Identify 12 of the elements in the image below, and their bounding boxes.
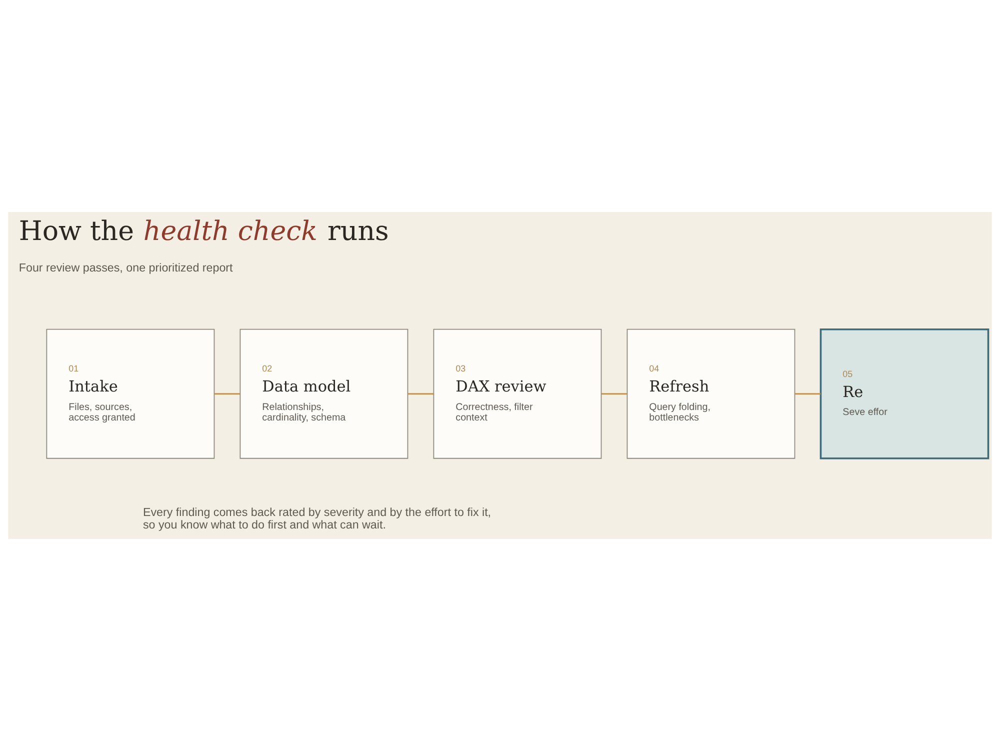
node-box: 01 Intake Files, sources, access granted	[46, 328, 215, 458]
diagram-title: How the health check runs	[18, 215, 389, 246]
label: Every finding comes back rated by severity and by the effort to fix it, so you know what to do first and what can wait.	[142, 506, 492, 532]
connector	[408, 392, 434, 394]
label: Four review passes, one prioritized report	[18, 260, 233, 274]
connector	[214, 392, 240, 394]
node-box: 05 Re Seve effor	[820, 328, 990, 459]
connector	[601, 392, 628, 394]
node-box: 02 Data model Relationships, cardinality, schema	[240, 328, 408, 458]
connector	[794, 392, 821, 394]
node-box: 04 Refresh Query folding, bottlenecks	[626, 328, 796, 458]
node-box: 03 DAX review Correctness, filter context	[433, 328, 602, 458]
